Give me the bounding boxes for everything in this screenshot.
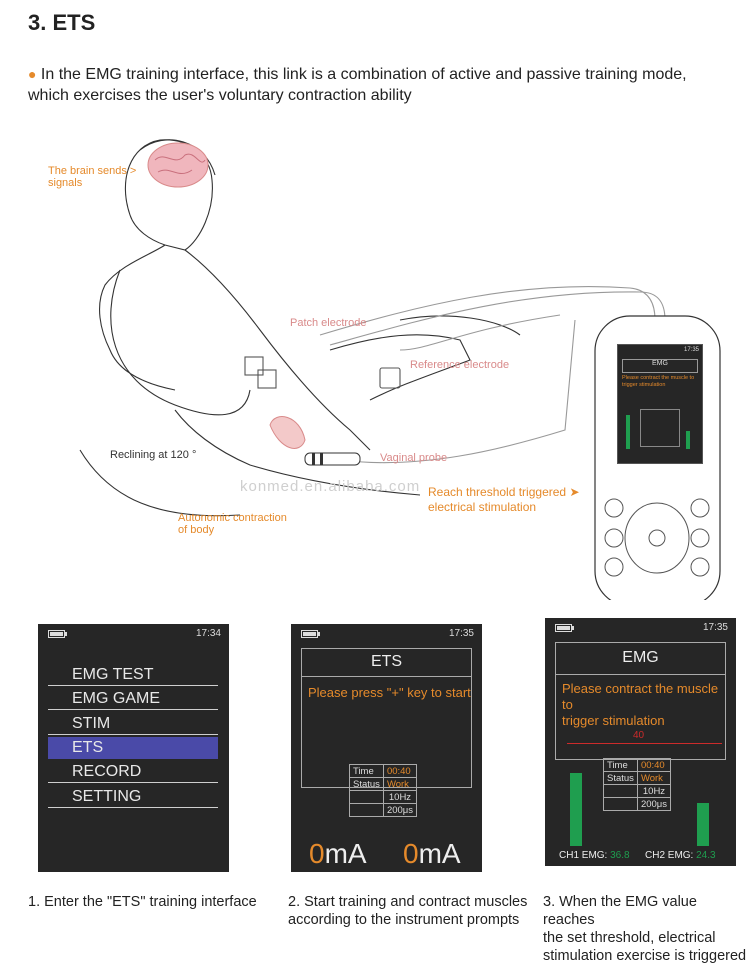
threshold-value: 40	[633, 730, 645, 741]
ch1-emg-readout: CH1 EMG: 36.8	[559, 850, 630, 861]
torso-outline	[99, 244, 176, 391]
device-back-button	[690, 498, 710, 518]
ch1-emg-bar	[570, 773, 582, 846]
ch1-current: 0mA	[309, 838, 367, 869]
vaginal-probe-label: Vaginal probe	[380, 452, 448, 464]
menu-item-emg-test[interactable]: EMG TEST	[48, 664, 218, 686]
intro-text: ● In the EMG training interface, this li…	[28, 64, 728, 106]
shin-outline	[399, 315, 521, 336]
autonomic-label: Autonomic contraction of body	[178, 512, 287, 536]
device-ch2-bar	[686, 431, 690, 449]
emg-title: EMG	[622, 649, 659, 666]
lap-outline	[174, 409, 421, 496]
reference-electrode	[379, 367, 401, 389]
menu-item-setting[interactable]: SETTING	[48, 786, 218, 808]
patch-electrode-1	[244, 356, 264, 376]
ch2-emg-bar	[697, 803, 709, 846]
caption-1: 1. Enter the "ETS" training interface	[28, 894, 257, 910]
threshold-line	[567, 743, 722, 744]
intro-sentence: In the EMG training interface, this link…	[28, 66, 687, 104]
emg-prompt: Please contract the muscle to trigger st…	[562, 681, 719, 728]
recliner-outline	[79, 449, 241, 517]
device-screen-prompt: Please contract the muscle to trigger st…	[622, 375, 695, 388]
menu-item-emg-game[interactable]: EMG GAME	[48, 688, 218, 711]
device-plus-right	[690, 528, 710, 548]
clock: 17:35	[702, 622, 728, 633]
patch-electrode-2	[257, 369, 277, 389]
section-heading: 3. ETS	[28, 10, 96, 35]
ets-title: ETS	[370, 653, 403, 670]
brain-shape	[147, 142, 209, 188]
watermark: konmed.en.alibaba.com	[240, 478, 421, 495]
ets-screen: 17:35 ETS Please press "+" key to start …	[291, 624, 482, 872]
ch2-current: 0mA	[403, 838, 461, 869]
cable-1	[329, 291, 666, 346]
battery-icon	[48, 630, 67, 638]
menu-item-record[interactable]: RECORD	[48, 761, 218, 784]
device-plus-left	[604, 528, 624, 548]
device-ch1-bar	[626, 415, 630, 449]
cable-3	[339, 319, 576, 464]
hair-outline	[139, 139, 216, 176]
device-screen: 17:35 EMG Please contract the muscle to …	[617, 344, 703, 464]
menu-item-ets[interactable]: ETS	[48, 736, 218, 759]
device-screen-title: EMG	[622, 359, 698, 373]
brain-label: The brain sends > signals	[48, 165, 137, 189]
patch-electrode-label: Patch electrode	[290, 317, 367, 329]
device-minus-left	[604, 557, 624, 577]
arm-outline	[110, 269, 251, 416]
caption-3: 3. When the EMG value reaches the set th…	[543, 894, 747, 964]
menu-item-stim[interactable]: STIM	[48, 713, 218, 735]
battery-icon	[301, 630, 320, 638]
caption-2: 2. Start training and contract muscles a…	[288, 894, 528, 928]
device-minus-right	[690, 557, 710, 577]
emg-screen: 17:35 EMG Please contract the muscle to …	[545, 618, 736, 866]
clock: 17:34	[195, 628, 221, 639]
ets-prompt: Please press "+" key to start	[308, 685, 471, 700]
bullet-dot-icon: ●	[28, 66, 37, 82]
device-status-box	[640, 409, 680, 447]
arrow-icon: ➤	[569, 485, 580, 499]
cable-4	[399, 314, 561, 351]
reference-electrode-label: Reference electrode	[410, 359, 510, 371]
battery-icon	[555, 624, 574, 632]
ch2-emg-readout: CH2 EMG: 24.3	[645, 850, 716, 861]
body-outline	[184, 249, 371, 451]
device-dpad	[624, 502, 690, 574]
pelvic-organ-shape	[269, 416, 306, 449]
vaginal-probe	[304, 452, 361, 466]
clock: 17:35	[448, 628, 474, 639]
reclining-label: Reclining at 120 °	[110, 449, 197, 461]
threshold-label: Reach threshold triggered ➤ electrical s…	[428, 485, 580, 514]
cable-2	[319, 285, 656, 336]
device-power-button	[604, 498, 624, 518]
